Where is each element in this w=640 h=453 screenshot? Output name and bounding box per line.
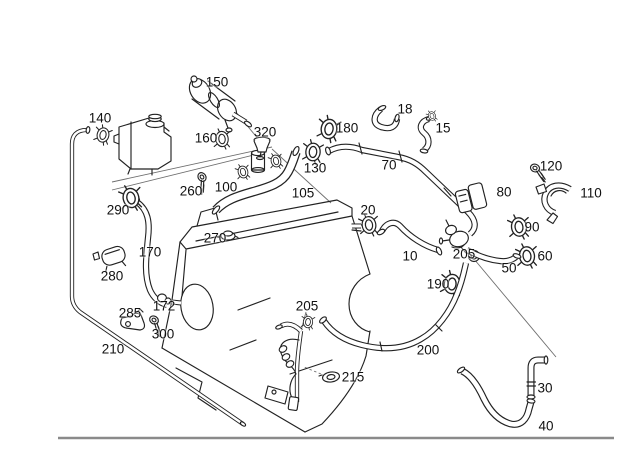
hose-105-drawing xyxy=(211,145,300,216)
part-label-60[interactable]: 60 xyxy=(537,248,553,264)
part-label-160[interactable]: 160 xyxy=(194,130,218,146)
part-label-260[interactable]: 260 xyxy=(179,183,203,199)
part-label-18[interactable]: 18 xyxy=(397,101,413,117)
elbow-30-drawing xyxy=(526,355,548,400)
hose-40-drawing xyxy=(456,366,536,424)
part-label-100[interactable]: 100 xyxy=(214,179,238,195)
expansion-tank-drawing xyxy=(113,113,172,176)
hose-10-drawing xyxy=(376,223,443,256)
part-label-172[interactable]: 172 xyxy=(152,298,176,314)
hose-50-drawing xyxy=(467,250,522,261)
clamp-20-drawing xyxy=(352,211,381,239)
fitting-100-drawing xyxy=(233,149,286,183)
pipe-210-drawing xyxy=(72,126,247,427)
part-label-205-left[interactable]: 205 xyxy=(295,298,319,314)
clamp-215-drawing xyxy=(318,371,341,383)
part-label-90[interactable]: 90 xyxy=(524,219,540,235)
part-label-180[interactable]: 180 xyxy=(335,120,359,136)
engine-block-drawing xyxy=(161,199,371,433)
part-label-205-right[interactable]: 205 xyxy=(452,246,476,262)
fitting-172-drawing xyxy=(156,293,182,306)
part-label-80[interactable]: 80 xyxy=(496,184,512,200)
part-label-280[interactable]: 280 xyxy=(100,268,124,284)
hose-18-drawing xyxy=(375,104,400,128)
part-label-15[interactable]: 15 xyxy=(435,120,451,136)
part-label-110[interactable]: 110 xyxy=(580,185,602,201)
part-label-150[interactable]: 150 xyxy=(205,74,229,90)
hose-200-drawing xyxy=(319,263,466,352)
part-label-270[interactable]: 270 xyxy=(203,230,227,246)
part-label-10[interactable]: 10 xyxy=(402,248,418,264)
bracket-80-drawing xyxy=(454,182,488,214)
part-label-285[interactable]: 285 xyxy=(118,305,142,321)
part-label-70[interactable]: 70 xyxy=(381,157,397,173)
part-label-50[interactable]: 50 xyxy=(501,260,517,276)
part-label-190[interactable]: 190 xyxy=(426,276,450,292)
clamp-110-drawing xyxy=(535,182,572,225)
part-label-140[interactable]: 140 xyxy=(88,110,112,126)
part-label-20[interactable]: 20 xyxy=(360,202,376,218)
part-label-105[interactable]: 105 xyxy=(291,185,315,201)
part-label-40[interactable]: 40 xyxy=(538,418,554,434)
part-label-130[interactable]: 130 xyxy=(303,160,327,176)
bracket-280-drawing xyxy=(92,245,127,273)
cap-270-drawing xyxy=(217,230,239,241)
sensor-assembly-205-drawing xyxy=(264,313,316,412)
part-label-120[interactable]: 120 xyxy=(539,158,563,174)
part-label-170[interactable]: 170 xyxy=(138,244,162,260)
circulation-pump-drawing xyxy=(188,75,253,133)
funnel-320-drawing xyxy=(253,136,271,161)
bracket-285-drawing xyxy=(120,308,146,331)
part-label-30[interactable]: 30 xyxy=(537,380,553,396)
part-label-320[interactable]: 320 xyxy=(253,124,277,140)
part-label-300[interactable]: 300 xyxy=(151,326,175,342)
hose-15-drawing xyxy=(420,108,440,154)
part-label-290[interactable]: 290 xyxy=(106,202,130,218)
part-label-200[interactable]: 200 xyxy=(416,342,440,358)
hose-70-drawing xyxy=(324,142,475,234)
part-label-215[interactable]: 215 xyxy=(341,369,365,385)
part-label-210[interactable]: 210 xyxy=(101,341,125,357)
